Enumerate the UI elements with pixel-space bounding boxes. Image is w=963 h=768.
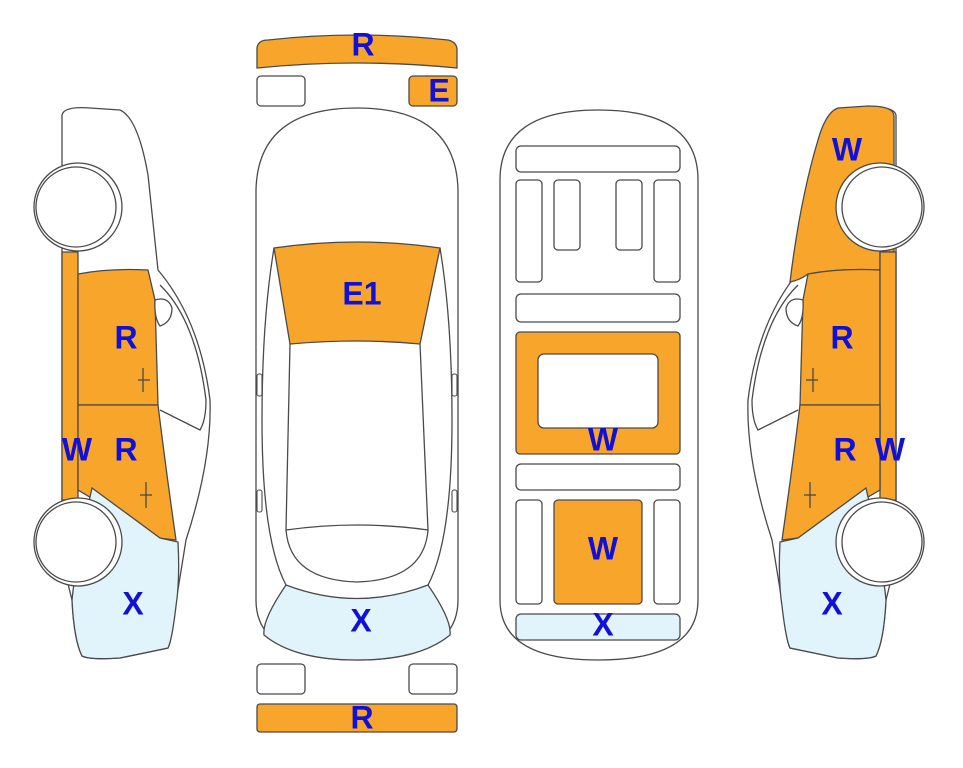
left-front-fender-label: X bbox=[122, 585, 144, 621]
top-handle-right bbox=[451, 489, 458, 513]
right-rear-quarter-label: W bbox=[832, 131, 863, 167]
top-rear-light-right bbox=[408, 663, 458, 695]
top-windshield-label: E1 bbox=[342, 275, 381, 311]
underbody-front-floor-panel[interactable] bbox=[553, 499, 643, 605]
underbody-low-bar bbox=[515, 463, 681, 491]
left-rear-wheel bbox=[35, 166, 117, 248]
right-rear-wheel bbox=[841, 166, 923, 248]
top-view: R E E1 X R bbox=[255, 26, 459, 735]
right-side-view: W R R W X bbox=[747, 105, 925, 660]
right-front-door-label: R bbox=[833, 431, 856, 467]
underbody-center-cutout bbox=[537, 353, 659, 429]
top-hood-panel[interactable] bbox=[263, 584, 451, 661]
underbody-inner-left bbox=[553, 179, 581, 251]
right-mirror bbox=[785, 298, 804, 327]
underbody-front-floor-label: W bbox=[588, 530, 619, 566]
left-front-wheel bbox=[35, 501, 117, 583]
underbody-low-rail-left bbox=[515, 499, 543, 605]
underbody-inner-right bbox=[615, 179, 643, 251]
right-window-line bbox=[751, 284, 799, 431]
left-side-view: R R W X bbox=[33, 107, 211, 660]
underbody-front-cross-member-panel[interactable] bbox=[515, 613, 681, 641]
top-side-line-right bbox=[427, 247, 453, 586]
top-rear-window-line bbox=[285, 529, 429, 583]
underbody-rail-left bbox=[515, 179, 543, 283]
left-mirror bbox=[154, 298, 173, 327]
underbody-view: W W X bbox=[499, 109, 699, 661]
left-window-line bbox=[159, 284, 207, 431]
underbody-top-bar bbox=[515, 145, 681, 173]
top-front-bumper-panel[interactable] bbox=[256, 34, 458, 69]
top-left-light-box bbox=[256, 75, 306, 107]
right-sill-label: W bbox=[875, 431, 906, 467]
left-sill-label: W bbox=[62, 431, 93, 467]
left-rear-door-label: R bbox=[114, 319, 137, 355]
top-roof-line bbox=[285, 343, 429, 531]
left-rear-door-panel[interactable] bbox=[77, 268, 159, 406]
top-handle-left bbox=[256, 489, 263, 513]
top-rear-bumper-label: R bbox=[350, 699, 373, 735]
top-mirror-right bbox=[451, 373, 458, 397]
top-windshield-panel[interactable] bbox=[273, 241, 441, 345]
top-side-line-left bbox=[261, 247, 287, 586]
top-rear-bumper-panel[interactable] bbox=[256, 703, 458, 733]
top-small-part-panel[interactable] bbox=[408, 75, 458, 107]
top-hood-label: X bbox=[350, 602, 372, 638]
underbody-front-cross-member-label: X bbox=[592, 606, 614, 642]
underbody-low-rail-right bbox=[653, 499, 681, 605]
right-front-wheel bbox=[841, 501, 923, 583]
right-rear-door-label: R bbox=[830, 319, 853, 355]
underbody-rail-right bbox=[653, 179, 681, 283]
top-front-bumper-label: R bbox=[351, 26, 374, 62]
top-small-part-label: E bbox=[428, 72, 449, 108]
top-body-outline bbox=[255, 107, 459, 661]
left-front-door-label: R bbox=[114, 431, 137, 467]
top-mirror-left bbox=[256, 373, 263, 397]
underbody-center-floor-label: W bbox=[588, 421, 619, 457]
left-front-door-panel[interactable] bbox=[77, 404, 177, 541]
underbody-mid-bar bbox=[515, 293, 681, 323]
top-rear-light-left bbox=[256, 663, 306, 695]
right-front-fender-label: X bbox=[821, 585, 843, 621]
